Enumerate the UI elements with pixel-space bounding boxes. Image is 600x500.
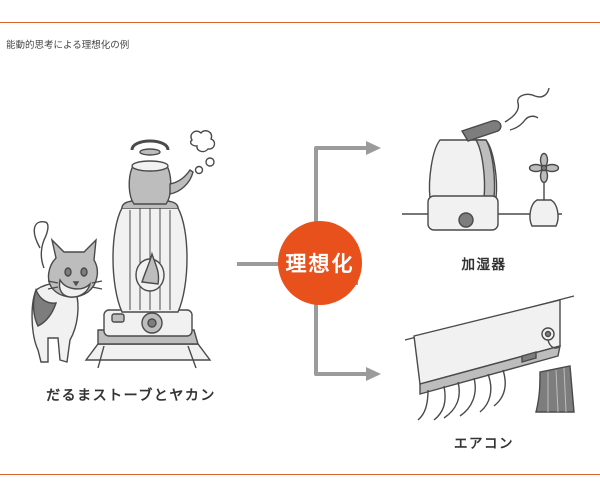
air-conditioner-icon <box>405 296 574 420</box>
aircon-label: エアコン <box>454 432 514 452</box>
arrow-heads <box>366 141 381 381</box>
center-circle: 理想化 <box>278 221 362 305</box>
arrowhead-aircon <box>366 367 381 381</box>
bottom-divider <box>0 474 600 475</box>
humidifier-label: 加湿器 <box>462 253 507 273</box>
source-label: だるまストーブとヤカン <box>46 385 216 405</box>
cat-icon <box>32 222 102 362</box>
center-label: 理想化 <box>286 248 355 278</box>
humidifier-icon <box>402 88 562 230</box>
arrowhead-humidifier <box>366 141 381 155</box>
kettle-icon <box>129 131 214 204</box>
stove-icon <box>86 200 210 368</box>
